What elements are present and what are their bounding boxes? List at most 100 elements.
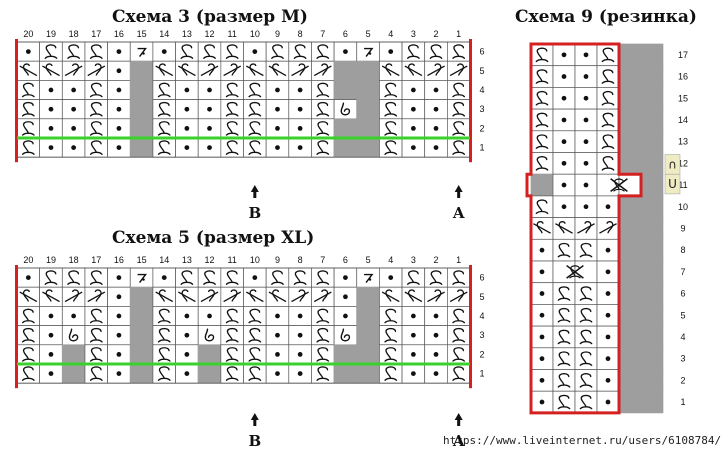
purl-symbol: [433, 126, 439, 131]
column-number: 11: [228, 255, 237, 265]
purl-symbol: [116, 145, 122, 150]
green-guide-line: [17, 136, 470, 140]
chart-cell: [618, 347, 642, 370]
column-number: 15: [137, 255, 147, 265]
chart-cell: [530, 108, 554, 132]
chart-cell: [530, 152, 554, 175]
purl-symbol: [71, 313, 77, 319]
chart-cell: [618, 195, 642, 218]
row-number: 15: [678, 93, 688, 103]
chart-cell: [618, 260, 642, 284]
marker-b-scheme3-label: В: [248, 204, 261, 222]
chart-cell: [640, 238, 664, 262]
purl-symbol: [561, 95, 567, 101]
purl-symbol: [539, 247, 545, 253]
chart-cell: [552, 347, 576, 370]
column-number: 3: [411, 29, 416, 39]
purl-symbol: [539, 269, 545, 275]
scheme5-title: Схема 5 (размер XL): [112, 228, 315, 248]
purl-symbol: [25, 275, 31, 280]
purl-symbol: [297, 313, 303, 319]
column-number: 7: [320, 29, 325, 39]
purl-symbol: [252, 275, 258, 280]
purl-symbol: [605, 399, 611, 405]
purl-symbol: [116, 68, 122, 74]
purl-symbol: [605, 247, 611, 253]
row-number: 3: [479, 104, 484, 114]
row-number: 13: [678, 137, 688, 147]
row-number: 6: [479, 47, 484, 57]
chart-cell: [552, 282, 576, 305]
chart-cell: [618, 390, 642, 414]
purl-symbol: [184, 313, 190, 319]
chart-cell: [333, 60, 358, 81]
chart-cell: [129, 325, 154, 346]
chart-cell: [640, 390, 664, 414]
purl-symbol: [275, 313, 280, 319]
purl-symbol: [275, 106, 280, 112]
chart-cell: [640, 347, 664, 370]
green-guide-line: [17, 362, 470, 366]
purl-symbol: [71, 145, 77, 150]
purl-symbol: [252, 49, 258, 54]
purl-symbol: [561, 160, 567, 166]
purl-symbol: [116, 332, 122, 338]
chart-cell: [530, 43, 554, 67]
purl-symbol: [116, 352, 122, 357]
chart-cell: [596, 152, 620, 175]
chart-cell: [530, 87, 554, 110]
purl-symbol: [605, 334, 611, 340]
purl-symbol: [71, 106, 77, 112]
purl-symbol: [48, 126, 54, 131]
chart-cell: [618, 108, 642, 132]
column-number: 1: [456, 29, 461, 39]
column-number: 20: [23, 255, 33, 265]
purl-symbol: [583, 182, 589, 188]
purl-symbol: [207, 106, 212, 112]
column-number: 16: [114, 29, 124, 39]
purl-symbol: [116, 106, 122, 112]
purl-symbol: [433, 352, 439, 357]
purl-symbol: [561, 139, 567, 145]
purl-symbol: [275, 145, 280, 150]
red-border-right: [469, 265, 472, 389]
row-number: 10: [678, 202, 688, 212]
marker-b-scheme3-arrow: [250, 185, 259, 198]
column-number: 12: [205, 29, 215, 39]
purl-symbol: [48, 371, 54, 376]
marker-a-scheme3-arrow: [454, 185, 463, 198]
chart-cell: [552, 390, 576, 414]
purl-symbol: [433, 106, 439, 112]
chart-cell: [640, 325, 664, 349]
purl-symbol: [433, 332, 439, 338]
column-number: 7: [320, 255, 325, 265]
purl-symbol: [297, 145, 303, 150]
purl-symbol: [275, 87, 280, 93]
column-number: 9: [275, 255, 280, 265]
row-number: 7: [680, 267, 685, 277]
purl-symbol: [539, 334, 545, 340]
purl-symbol: [410, 106, 416, 112]
chart-cell: [618, 282, 642, 305]
column-number: 19: [46, 255, 56, 265]
scheme9-red-frame: [525, 42, 643, 415]
purl-symbol: [184, 332, 190, 338]
chart-cell: [356, 286, 380, 307]
row-number: 6: [680, 289, 685, 299]
chart-cell: [197, 344, 222, 365]
chart-cell: [640, 152, 664, 175]
purl-symbol: [561, 117, 567, 123]
purl-symbol: [539, 377, 545, 383]
purl-symbol: [207, 126, 212, 131]
purl-symbol: [561, 74, 567, 79]
purl-symbol: [48, 313, 54, 319]
purl-symbol: [410, 332, 416, 338]
chart-cell: [618, 87, 642, 110]
column-number: 6: [343, 255, 348, 265]
column-number: 4: [388, 255, 393, 265]
chart-cell: [574, 282, 598, 305]
row-number: 14: [678, 115, 688, 125]
chart-cell: [596, 43, 620, 67]
purl-symbol: [539, 356, 545, 362]
